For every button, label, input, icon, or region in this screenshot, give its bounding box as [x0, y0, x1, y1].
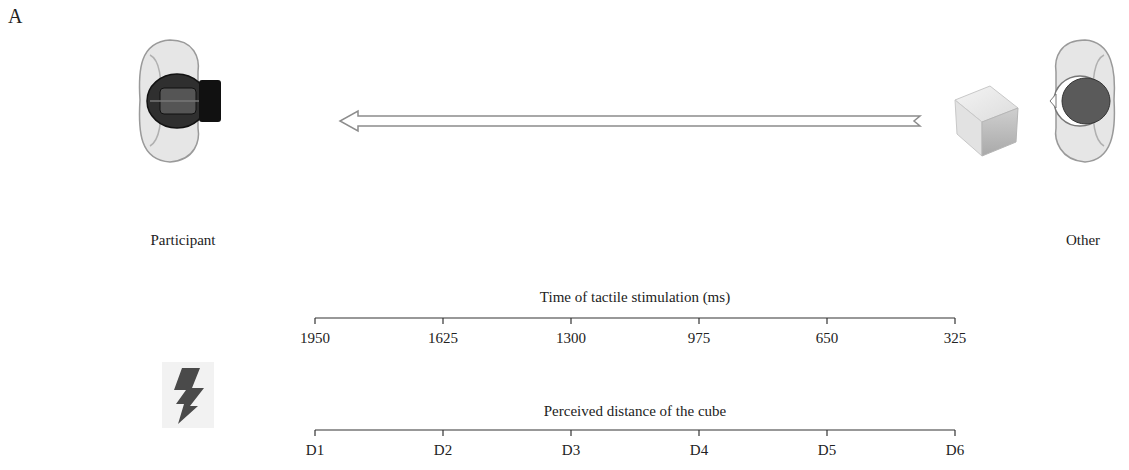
participant-figure [139, 40, 221, 162]
tick-label: 1950 [300, 331, 330, 346]
tick-label: D1 [306, 443, 324, 458]
axis-title: Perceived distance of the cube [544, 404, 726, 419]
panel-letter: A [8, 6, 22, 26]
other-figure [1050, 40, 1114, 162]
time-axis [315, 318, 955, 324]
tactile-icon [162, 362, 214, 428]
tick-label: D6 [946, 443, 964, 458]
figure-label: Other [1066, 233, 1100, 248]
tick-label: 975 [688, 331, 711, 346]
tick-label: 325 [944, 331, 967, 346]
tick-label: D2 [434, 443, 452, 458]
tick-label: D5 [818, 443, 836, 458]
axis-title: Time of tactile stimulation (ms) [540, 290, 730, 305]
tick-label: 1625 [428, 331, 458, 346]
tick-label: D3 [562, 443, 580, 458]
cube [955, 86, 1018, 156]
figure-label: Participant [151, 233, 216, 248]
motion-arrow [340, 111, 920, 131]
distance-axis [315, 430, 955, 436]
tick-label: D4 [690, 443, 708, 458]
tick-label: 650 [816, 331, 839, 346]
tick-label: 1300 [556, 331, 586, 346]
